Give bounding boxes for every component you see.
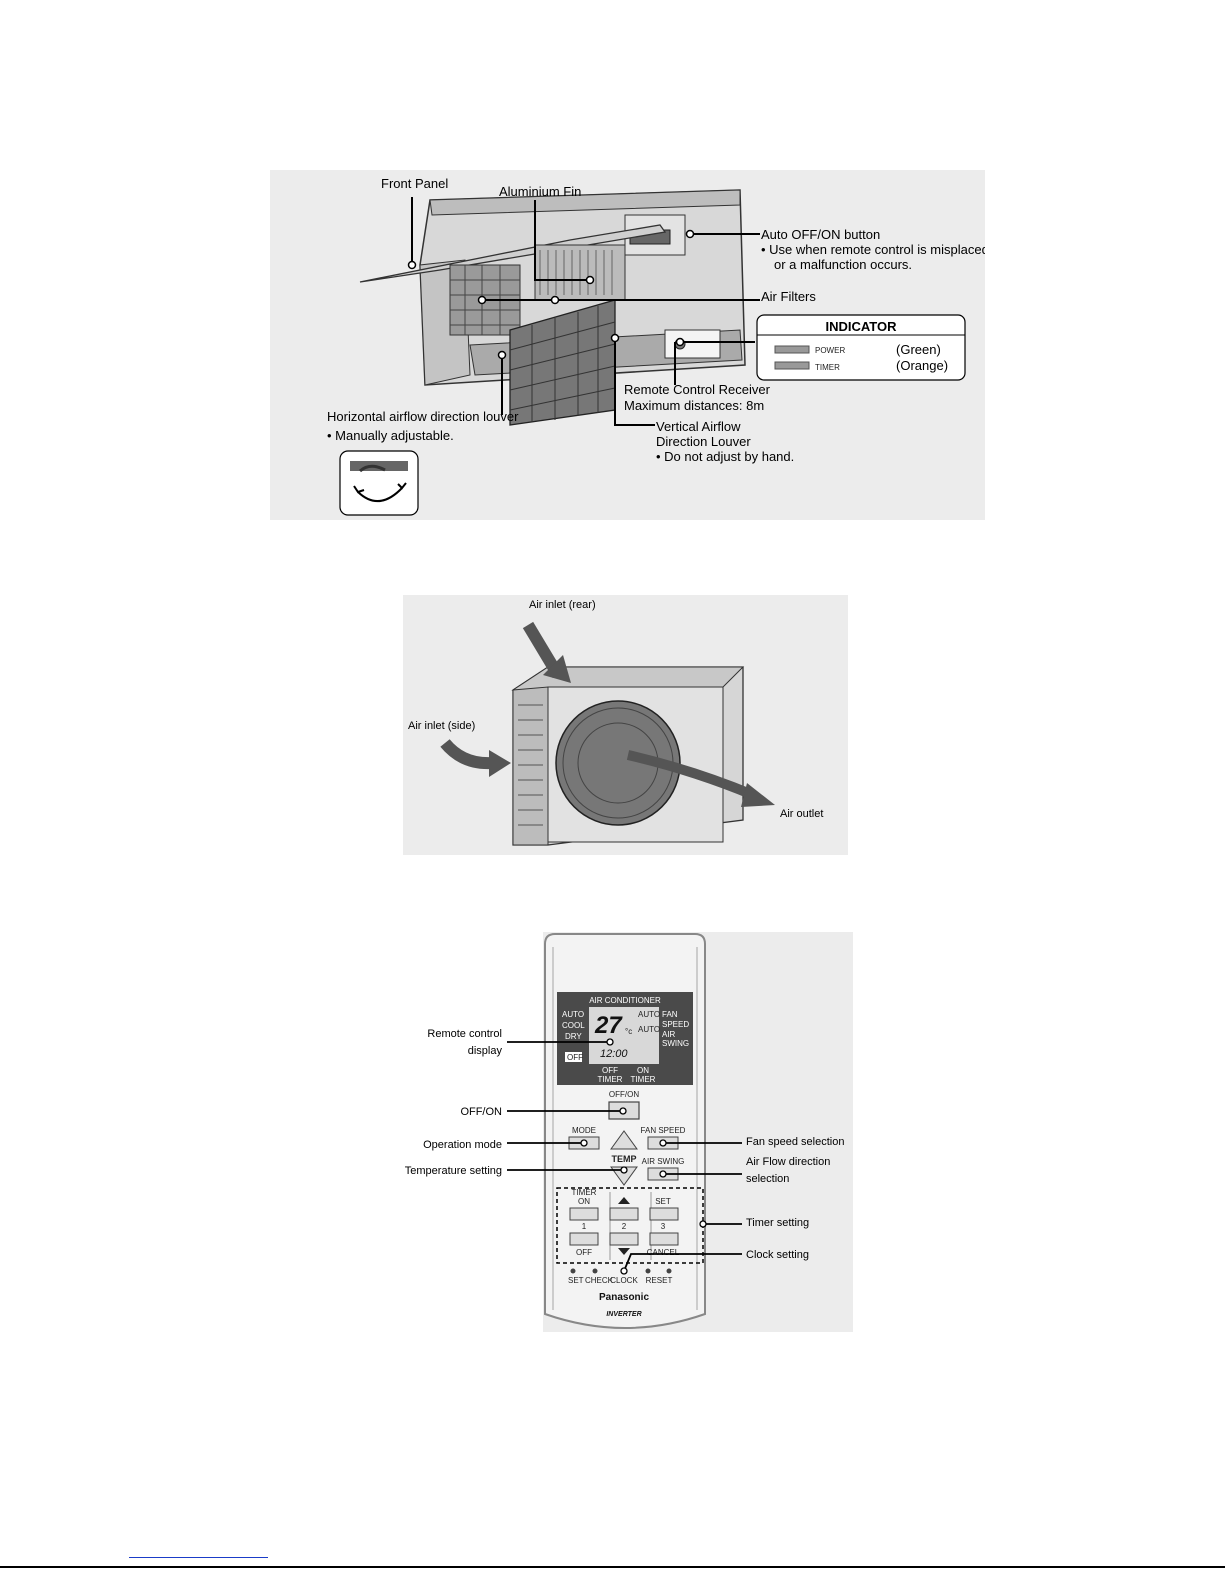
brand-logo: Panasonic xyxy=(599,1292,649,1303)
reset-pin-2-button[interactable] xyxy=(666,1268,672,1274)
reset-pin-caption: RESET xyxy=(646,1276,673,1285)
page-bottom-rule xyxy=(0,1566,1225,1568)
label-vertical-note: • Do not adjust by hand. xyxy=(656,449,794,464)
air-inlet-side-arrow xyxy=(440,738,511,777)
remote-control-diagram: AIR CONDITIONER AUTO COOL DRY 27 °c AUTO… xyxy=(395,932,855,1332)
screen-swing: SWING xyxy=(662,1039,689,1048)
label-aluminium-fin: Aluminium Fin xyxy=(499,184,581,199)
label-air-inlet-side: Air inlet (side) xyxy=(408,720,475,732)
screen-temp-unit: °c xyxy=(625,1027,632,1036)
label-auto-button: Auto OFF/ON button xyxy=(761,227,880,242)
indicator-box: INDICATOR POWER (Green) TIMER (Orange) xyxy=(756,314,966,381)
check-pin-caption: CHECK xyxy=(585,1276,614,1285)
label-air-filters: Air Filters xyxy=(761,289,816,304)
air-outlet-arrow xyxy=(626,750,775,807)
screen-air: AIR xyxy=(662,1030,676,1039)
indicator-power-color: (Green) xyxy=(896,342,941,357)
remote-right-labels: Fan speed selection Air Flow direction s… xyxy=(743,1130,863,1270)
label-receiver-note: Maximum distances: 8m xyxy=(624,398,764,413)
set-pin-button[interactable] xyxy=(570,1268,576,1274)
screen-on-timer-2: TIMER xyxy=(631,1075,656,1084)
label-remote-display-2: display xyxy=(468,1045,503,1057)
timer-off-caption: OFF xyxy=(576,1248,592,1257)
mode-caption: MODE xyxy=(572,1126,596,1135)
air-inlet-rear-arrow xyxy=(522,621,571,683)
timer-3-caption: 3 xyxy=(661,1222,666,1231)
screen-mode-auto: AUTO xyxy=(562,1010,584,1019)
screen-on-timer-1: ON xyxy=(637,1066,649,1075)
timer-caption: TIMER xyxy=(572,1188,597,1197)
check-pin-button[interactable] xyxy=(592,1268,598,1274)
screen-temperature: 27 xyxy=(594,1012,623,1039)
label-air-inlet-rear: Air inlet (rear) xyxy=(529,599,596,611)
timer-up-button[interactable] xyxy=(609,1207,639,1221)
label-receiver: Remote Control Receiver xyxy=(624,382,771,397)
timer-down-button[interactable] xyxy=(609,1232,639,1246)
screen-mode-dry: DRY xyxy=(565,1032,582,1041)
timer-up-icon xyxy=(618,1197,630,1204)
off-on-caption: OFF/ON xyxy=(609,1090,639,1099)
footnote-separator-link xyxy=(129,1557,268,1558)
indoor-unit-diagram: Front Panel Aluminium Fin Auto OFF/ON bu… xyxy=(270,170,985,520)
screen-auto-top: AUTO xyxy=(638,1010,660,1019)
label-remote-display-1: Remote control xyxy=(427,1028,502,1040)
remote-screen: AIR CONDITIONER AUTO COOL DRY 27 °c AUTO… xyxy=(557,992,693,1085)
clock-pin-caption: CLOCK xyxy=(610,1276,638,1285)
label-vertical-louver-2: Direction Louver xyxy=(656,434,751,449)
timer-1-caption: 1 xyxy=(582,1222,587,1231)
outdoor-unit-diagram: Air inlet (rear) Air inlet (side) Air ou… xyxy=(403,595,848,855)
remote-leader-lines xyxy=(507,1041,742,1272)
timer-set-button[interactable] xyxy=(649,1207,679,1221)
timer-on-button[interactable] xyxy=(569,1207,599,1221)
reset-pin-1-button[interactable] xyxy=(645,1268,651,1274)
power-led xyxy=(774,345,810,354)
indicator-power-label: POWER xyxy=(815,346,845,355)
timer-2-caption: 2 xyxy=(622,1222,627,1231)
screen-auto-mid: AUTO xyxy=(638,1025,660,1034)
label-auto-note-2: or a malfunction occurs. xyxy=(774,257,912,272)
indoor-leader-lines xyxy=(411,197,760,426)
label-front-panel: Front Panel xyxy=(381,176,448,191)
label-temperature-setting: Temperature setting xyxy=(405,1165,502,1177)
timer-cancel-caption: CANCEL xyxy=(647,1248,680,1257)
set-pin-caption: SET xyxy=(568,1276,584,1285)
label-clock-setting: Clock setting xyxy=(746,1249,809,1261)
screen-fan: FAN xyxy=(662,1010,678,1019)
timer-on-caption: ON xyxy=(578,1197,590,1206)
screen-speed: SPEED xyxy=(662,1020,689,1029)
label-timer-setting: Timer setting xyxy=(746,1217,809,1229)
temp-caption: TEMP xyxy=(611,1154,636,1164)
indicator-timer-label: TIMER xyxy=(815,363,840,372)
timer-cancel-button[interactable] xyxy=(649,1232,679,1246)
label-air-outlet: Air outlet xyxy=(780,808,823,820)
aluminium-fin xyxy=(534,244,626,301)
timer-set-caption: SET xyxy=(655,1197,671,1206)
screen-off-timer-1: OFF xyxy=(602,1066,618,1075)
inverter-logo: INVERTER xyxy=(606,1311,641,1318)
label-off-on: OFF/ON xyxy=(460,1106,502,1118)
label-auto-note-1: • Use when remote control is misplaced xyxy=(761,242,985,257)
indicator-timer-color: (Orange) xyxy=(896,358,948,373)
air-swing-caption: AIR SWING xyxy=(642,1157,685,1166)
label-horizontal-louver: Horizontal airflow direction louver xyxy=(327,409,519,424)
timer-led xyxy=(774,361,810,370)
indicator-title: INDICATOR xyxy=(825,319,897,334)
screen-off-timer-2: TIMER xyxy=(598,1075,623,1084)
screen-mode-cool: COOL xyxy=(562,1021,585,1030)
label-air-flow-1: Air Flow direction xyxy=(746,1156,830,1168)
label-air-flow-2: selection xyxy=(746,1173,789,1185)
timer-down-icon xyxy=(618,1248,630,1255)
louver-adjust-inset xyxy=(339,450,419,516)
label-horizontal-note: • Manually adjustable. xyxy=(327,428,454,443)
temp-up-button[interactable] xyxy=(610,1130,638,1150)
screen-time: 12:00 xyxy=(600,1048,628,1060)
screen-off-badge: OFF xyxy=(567,1053,583,1062)
label-operation-mode: Operation mode xyxy=(423,1139,502,1151)
label-vertical-louver-1: Vertical Airflow xyxy=(656,419,741,434)
label-fan-speed: Fan speed selection xyxy=(746,1136,844,1148)
screen-header: AIR CONDITIONER xyxy=(589,996,661,1005)
fan-speed-caption: FAN SPEED xyxy=(641,1126,686,1135)
timer-off-button[interactable] xyxy=(569,1232,599,1246)
